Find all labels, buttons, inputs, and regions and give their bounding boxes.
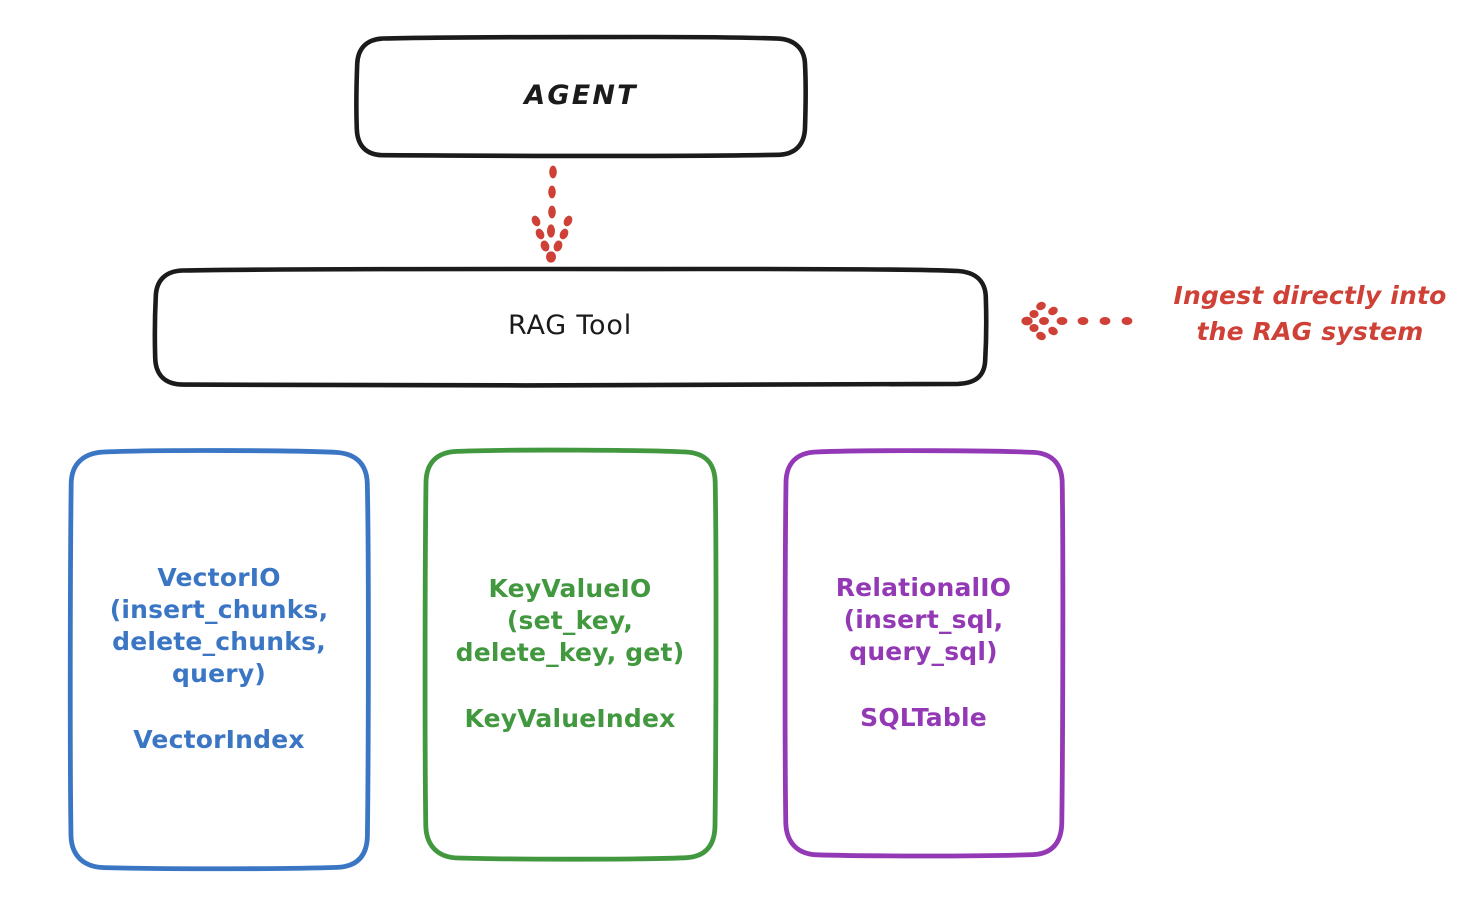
node-vector-io[interactable]: VectorIO (insert_chunks, delete_chunks, … <box>70 450 368 868</box>
node-vector-io-api-label: VectorIO (insert_chunks, delete_chunks, … <box>109 563 329 688</box>
node-key-value-io-api-label: KeyValueIO (set_key, delete_key, get) <box>455 574 685 667</box>
node-agent-label: AGENT <box>524 79 638 111</box>
node-rag-tool-label: RAG Tool <box>507 309 632 341</box>
node-relational-io-index-label: SQLTable <box>860 702 987 732</box>
ingest-to-rag-dotted-arrow <box>1021 301 1133 341</box>
node-key-value-io[interactable]: KeyValueIO (set_key, delete_key, get) Ke… <box>425 450 715 858</box>
agent-to-rag-dotted-arrow <box>531 165 573 263</box>
node-key-value-io-index-label: KeyValueIndex <box>464 704 676 733</box>
node-relational-io-api-label: RelationalIO (insert_sql, query_sql) <box>835 572 1012 666</box>
annotation-ingest-directly: Ingest directly into the RAG system <box>1173 281 1447 346</box>
node-rag-tool[interactable]: RAG Tool <box>155 269 985 383</box>
node-agent[interactable]: AGENT <box>357 37 805 155</box>
node-relational-io[interactable]: RelationalIO (insert_sql, query_sql) SQL… <box>785 450 1062 855</box>
node-vector-io-index-label: VectorIndex <box>133 725 305 754</box>
